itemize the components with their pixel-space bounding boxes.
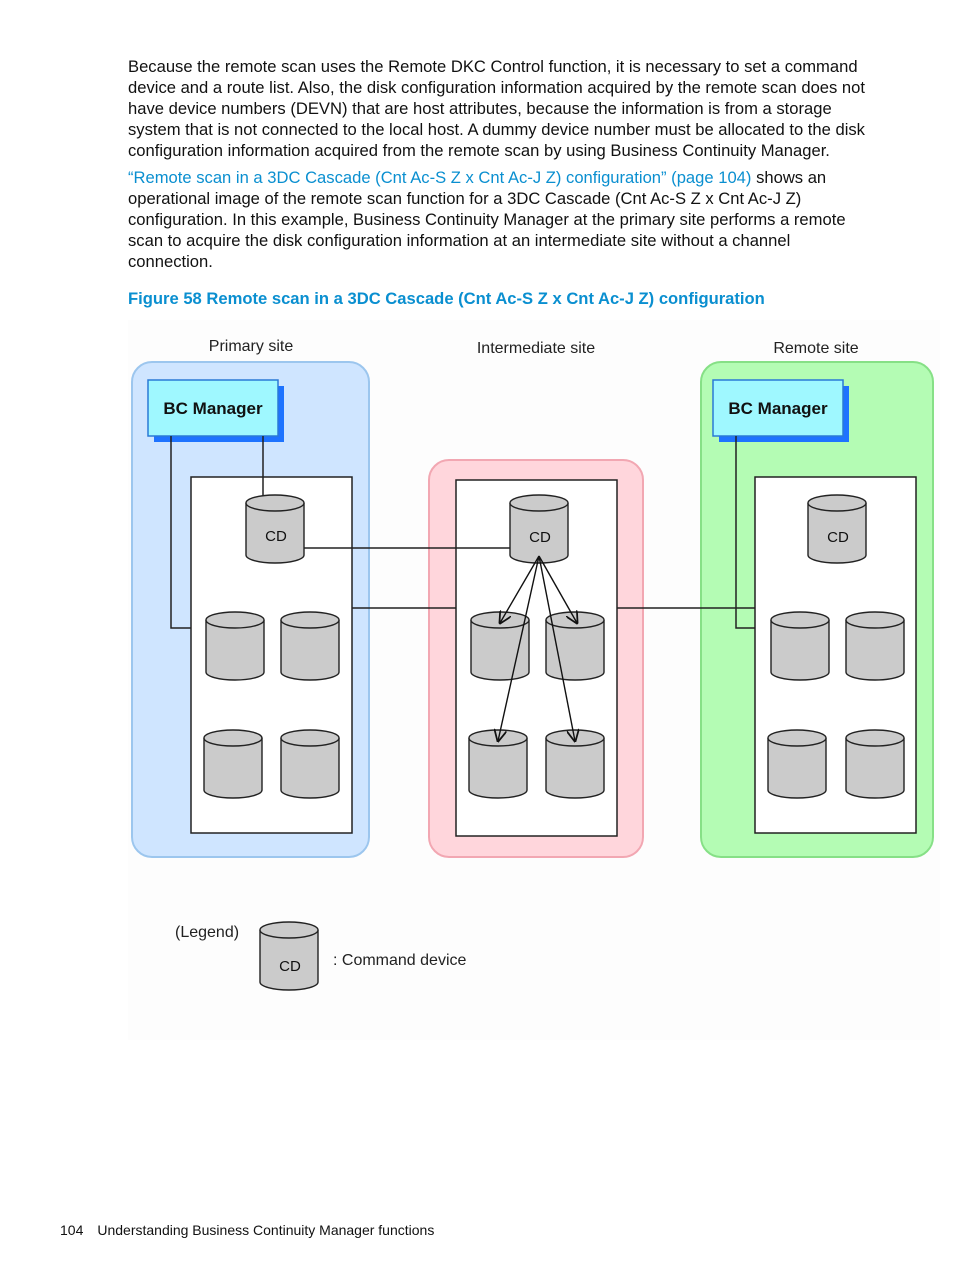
primary-cd-label: CD [265,528,287,545]
remote-channel-connection [735,436,755,629]
bc-manager-primary-box [147,379,279,437]
primary-site-title: Primary site [209,338,294,355]
figure-cross-reference-link[interactable]: “Remote scan in a 3DC Cascade (Cnt Ac-S … [128,168,752,187]
arrow-to-disk-4 [538,555,575,741]
page-number: 104 [60,1222,84,1238]
primary-command-device: CD [245,494,305,564]
intermediate-cd-label: CD [529,529,551,546]
legend-command-device-icon: CD [259,921,319,991]
legend-cd-label: CD [279,958,301,975]
primary-channel-connection [170,436,191,629]
arrow-to-disk-1 [500,555,540,623]
paragraph-figure-reference: “Remote scan in a 3DC Cascade (Cnt Ac-S … [128,167,873,272]
bc-manager-primary-label: BC Manager [163,399,263,418]
primary-disk-3 [203,729,263,799]
remote-site-title: Remote site [773,340,858,357]
primary-disk-2 [280,611,340,681]
remote-disk-4 [845,729,905,799]
paragraph-1-text: Because the remote scan uses the Remote … [128,57,866,160]
remote-command-device: CD [807,494,867,564]
remote-cd-label: CD [827,529,849,546]
footer-section-title: Understanding Business Continuity Manage… [97,1222,435,1238]
primary-disk-4 [280,729,340,799]
bc-manager-remote-box [712,379,844,437]
paragraph-remote-scan-intro: Because the remote scan uses the Remote … [128,56,873,161]
primary-disk-1 [205,611,265,681]
remote-disk-1 [770,611,830,681]
arrow-to-disk-2 [538,555,577,623]
legend-title: (Legend) [175,924,239,941]
paragraph-2-text: shows an operational image of the remote… [128,168,846,271]
figure-caption: Figure 58 Remote scan in a 3DC Cascade (… [128,289,765,308]
remote-disk-2 [845,611,905,681]
remote-scan-diagram: Primary site Intermediate site Remote si… [128,320,940,1040]
legend-description: : Command device [333,952,466,969]
remote-scan-figure: Primary site Intermediate site Remote si… [128,320,940,1040]
page-footer: 104 Understanding Business Continuity Man… [60,1222,434,1238]
arrow-to-disk-3 [498,555,540,741]
intermediate-site-title: Intermediate site [477,340,595,357]
remote-disk-3 [767,729,827,799]
bc-manager-remote-label: BC Manager [728,399,828,418]
intermediate-disk-2 [545,611,605,681]
intermediate-command-device: CD [509,494,569,564]
